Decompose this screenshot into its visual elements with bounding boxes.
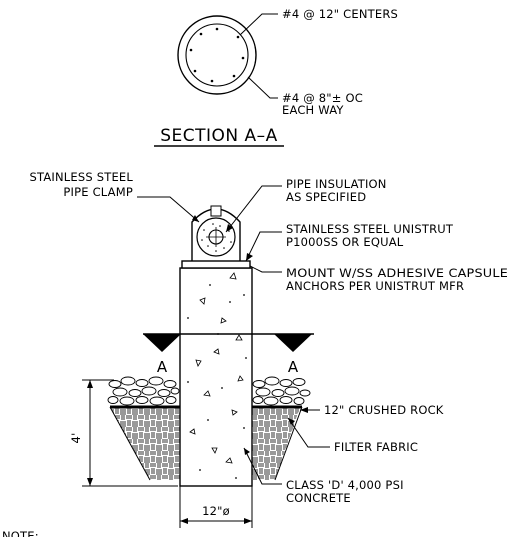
excavation-edge-right — [274, 406, 303, 481]
label-mount-1: MOUNT W/SS ADHESIVE CAPSULE — [286, 266, 508, 280]
filter-fabric-hatch-right — [252, 407, 300, 480]
leader-insulation — [225, 185, 282, 233]
label-clamp-1: STAINLESS STEEL — [30, 170, 134, 184]
dim-arrow-left — [180, 518, 188, 524]
filter-fabric-hatch-left — [110, 407, 180, 480]
section-marker-left-label: A — [157, 358, 168, 376]
label-insulation-1: PIPE INSULATION — [286, 177, 387, 191]
clamp-bolt — [210, 205, 222, 217]
label-hoop-rebar-2: EACH WAY — [282, 103, 344, 117]
dim-arrow-bottom — [87, 478, 93, 486]
label-concrete-1: CLASS 'D' 4,000 PSI — [286, 478, 404, 492]
label-clamp-2: PIPE CLAMP — [63, 185, 133, 199]
dim-diameter-label: 12"ø — [202, 504, 230, 518]
leader-insulation-arrow — [226, 224, 233, 232]
leader-clamp-arrow — [192, 215, 199, 222]
label-mount-2: ANCHORS PER UNISTRUT MFR — [286, 279, 464, 293]
leader-concrete — [243, 447, 282, 485]
unistrut-channel — [181, 260, 251, 269]
label-concrete-2: CONCRETE — [286, 491, 351, 505]
concrete-stipple — [189, 272, 244, 464]
leader-mount — [249, 265, 282, 273]
leader-unistrut-arrow — [246, 253, 253, 261]
note-label: NOTE: — [2, 529, 39, 537]
leader-fabric-arrow — [288, 418, 295, 425]
leader-rock-arrow — [300, 407, 308, 413]
section-marker-right-label: A — [288, 358, 299, 376]
dim-arrow-right — [244, 518, 252, 524]
label-fabric: FILTER FABRIC — [334, 440, 418, 454]
insulation-stipple — [201, 223, 232, 252]
excavation-edge-left — [109, 406, 151, 481]
leader-fabric — [287, 417, 330, 448]
leader-vertical-rebar — [239, 13, 278, 36]
leader-concrete-arrow — [244, 448, 250, 455]
section-marker-right-arrow — [274, 334, 312, 352]
rebar-hoop-circle — [185, 23, 249, 87]
dim-depth-label: 4' — [69, 433, 83, 444]
crushed-rock-left — [107, 376, 180, 406]
leader-hoop-rebar — [247, 76, 278, 99]
section-title: SECTION A–A — [160, 126, 278, 146]
pier-outer-circle — [177, 15, 257, 95]
leader-unistrut — [245, 231, 282, 262]
section-a-a-view: #4 @ 12" CENTERS #4 @ 8"± OC EACH WAY SE… — [154, 7, 398, 147]
label-unistrut-2: P1000SS OR EQUAL — [286, 235, 404, 249]
label-vertical-rebar: #4 @ 12" CENTERS — [282, 7, 398, 21]
section-marker-left-arrow — [143, 334, 181, 352]
label-unistrut-1: STAINLESS STEEL UNISTRUT — [286, 222, 454, 236]
dim-arrow-top — [87, 380, 93, 388]
rebar-dots — [189, 27, 245, 83]
label-insulation-2: AS SPECIFIED — [286, 190, 366, 204]
leader-clamp — [137, 196, 200, 223]
label-rock: 12" CRUSHED ROCK — [324, 403, 444, 417]
label-hoop-rebar-1: #4 @ 8"± OC — [282, 91, 363, 105]
crushed-rock-right — [252, 376, 311, 406]
elevation-view: A A 4' 12"ø STAINLESS STEEL PIPE CLAMP — [2, 170, 508, 542]
